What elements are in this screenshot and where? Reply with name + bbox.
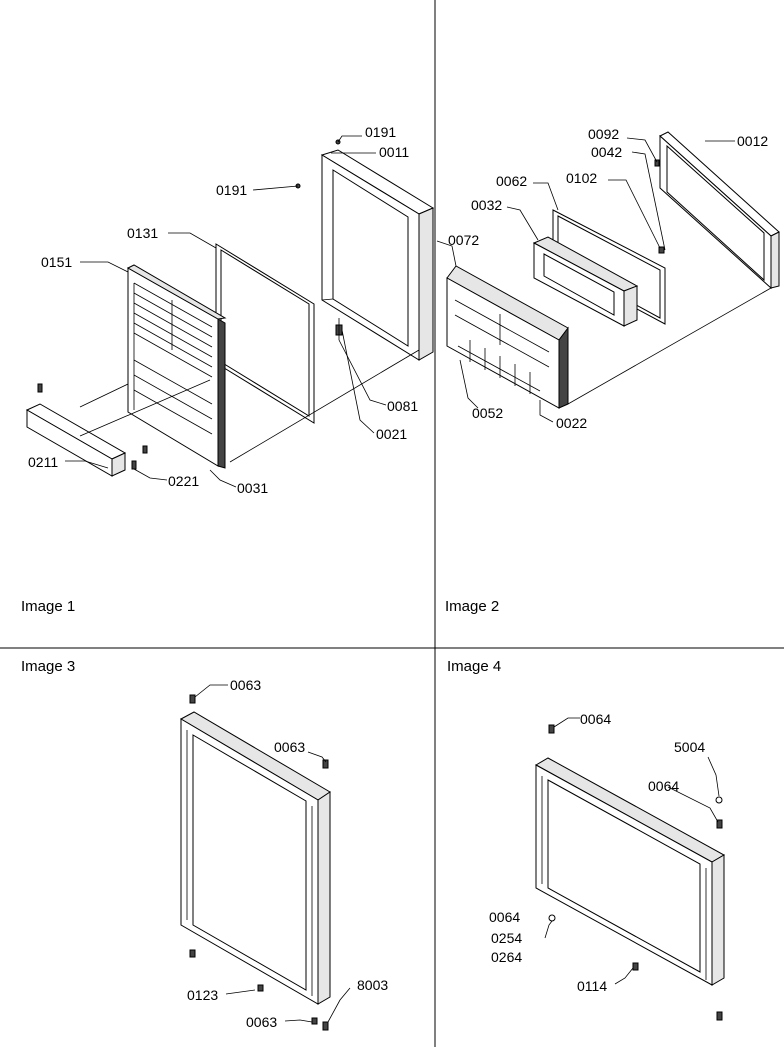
callout-2-6: 0072 <box>448 232 479 248</box>
inner-liner-0151 <box>126 264 227 469</box>
callout-1-2: 0191 <box>216 182 247 198</box>
callout-2-1: 0012 <box>737 133 768 149</box>
callout-2-5: 0032 <box>471 197 502 213</box>
panel-image-1: 0191 0011 0191 0131 0151 0081 0021 0211 … <box>21 124 435 615</box>
callouts-2: 0092 0012 0042 0062 0102 0032 0072 0052 … <box>448 126 768 431</box>
callout-4-3: 0064 <box>489 909 520 925</box>
hinge-top-0063 <box>189 694 196 704</box>
callout-1-8: 0221 <box>168 473 199 489</box>
callout-1-4: 0151 <box>41 254 72 270</box>
callout-3-0: 0063 <box>230 677 261 693</box>
cap-8003 <box>322 1021 329 1031</box>
cap-5004 <box>715 796 723 804</box>
leaders-3 <box>194 684 351 1023</box>
callout-3-4: 0063 <box>246 1014 277 1030</box>
callout-2-2: 0042 <box>591 144 622 160</box>
screw-0123 <box>257 984 264 992</box>
panel-image-4: 0064 5004 0064 0064 0254 0264 0114 Image… <box>447 658 726 1021</box>
callout-2-0: 0092 <box>588 126 619 142</box>
screw-0102 <box>658 246 665 254</box>
drawer-frame-assembly-4 <box>534 757 726 986</box>
cap-0254 <box>548 914 556 922</box>
panel-title-4: Image 4 <box>447 658 501 675</box>
screw-0114 <box>632 962 639 971</box>
gasket-0131 <box>215 243 315 424</box>
hinge-top-0064 <box>548 724 555 734</box>
drawer-bin-0072 <box>446 265 569 409</box>
callouts-4: 0064 5004 0064 0064 0254 0264 0114 <box>489 711 705 994</box>
callout-1-7: 0211 <box>28 454 58 470</box>
callout-2-3: 0062 <box>496 173 527 189</box>
door-shelf-0211 <box>25 403 127 477</box>
panel-title-3: Image 3 <box>21 658 75 675</box>
assembly-lines-1 <box>79 349 420 463</box>
hinge-bottom-left <box>189 949 196 958</box>
hinge-pin-0081 <box>335 318 343 340</box>
callout-4-4: 0254 <box>491 930 522 946</box>
clip-left <box>37 383 43 393</box>
clip-right <box>142 445 148 454</box>
callout-1-0: 0191 <box>365 124 396 140</box>
callout-2-8: 0022 <box>556 415 587 431</box>
callout-1-5: 0081 <box>387 398 418 414</box>
hinge-right-0063 <box>322 759 329 769</box>
hinge-bottom <box>716 1011 723 1021</box>
drawer-front-frame-0012 <box>659 131 780 290</box>
callouts-3: 0063 0063 0123 8003 0063 <box>187 677 388 1030</box>
panel-image-2: 0092 0012 0042 0062 0102 0032 0072 0052 … <box>436 126 780 615</box>
callouts-1: 0191 0011 0191 0131 0151 0081 0021 0211 … <box>28 124 418 496</box>
panel-title-2: Image 2 <box>445 598 499 615</box>
trim-frame-0032 <box>532 236 639 327</box>
hinge-right-0064 <box>716 819 723 829</box>
callout-2-7: 0052 <box>472 405 503 421</box>
hinge-bottom-0063 <box>311 1017 318 1025</box>
callout-1-1: 0011 <box>379 144 409 160</box>
callout-3-3: 8003 <box>357 977 388 993</box>
door-outer-frame-0011 <box>320 149 435 361</box>
panel-image-3: 0063 0063 0123 8003 0063 Image 3 <box>21 658 388 1031</box>
panel-title-1: Image 1 <box>21 598 75 615</box>
callout-4-1: 5004 <box>674 739 705 755</box>
clip-0221 <box>131 460 137 470</box>
assembly-lines-2 <box>567 287 772 405</box>
callout-3-1: 0063 <box>274 739 305 755</box>
callout-1-9: 0031 <box>237 480 268 496</box>
callout-3-2: 0123 <box>187 987 218 1003</box>
callout-2-4: 0102 <box>566 170 597 186</box>
leaders-1 <box>65 135 387 488</box>
callout-1-3: 0131 <box>127 225 158 241</box>
callout-4-6: 0114 <box>577 978 607 994</box>
leaders-2 <box>436 137 735 423</box>
screw-0092 <box>654 159 660 167</box>
callout-4-5: 0264 <box>491 949 522 965</box>
callout-4-2: 0064 <box>648 778 679 794</box>
door-frame-assembly-3 <box>179 711 331 1005</box>
leaders-4 <box>544 717 720 985</box>
callout-1-6: 0021 <box>376 426 407 442</box>
callout-4-0: 0064 <box>580 711 611 727</box>
